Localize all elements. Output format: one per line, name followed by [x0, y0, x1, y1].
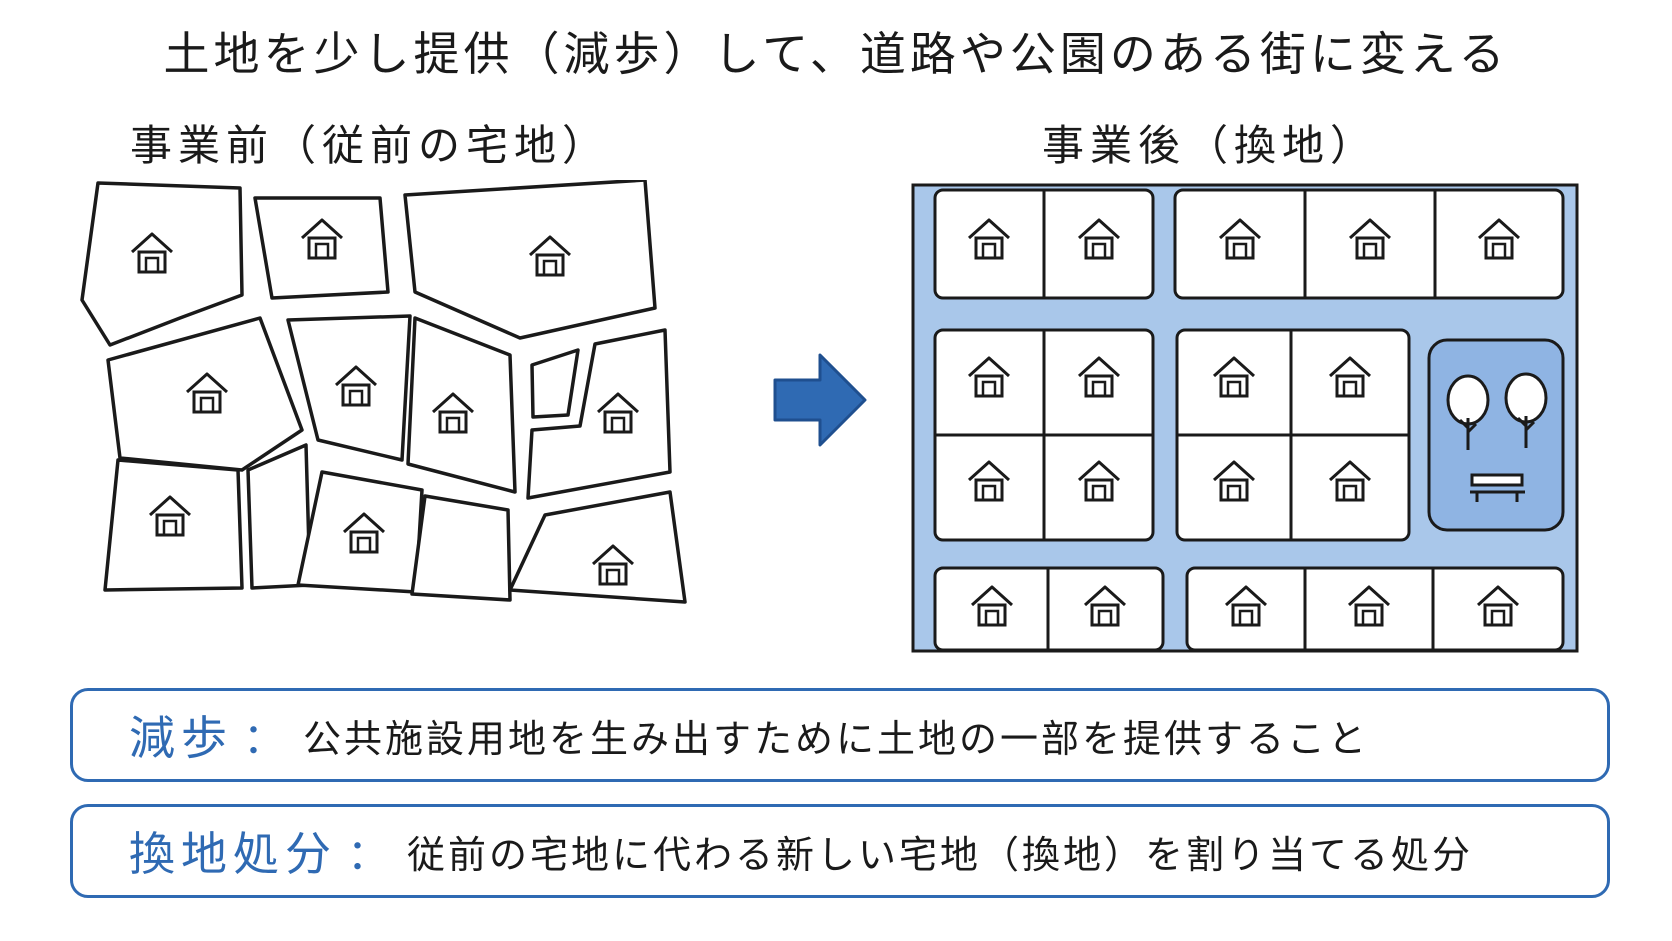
plot	[106, 316, 304, 472]
plot	[526, 328, 672, 500]
plot	[530, 348, 580, 419]
before-label: 事業前（従前の宅地）	[129, 121, 610, 170]
definition-colon: ：	[243, 713, 286, 763]
plot	[403, 180, 657, 340]
definition-term: 換地処分	[129, 827, 337, 881]
plot	[286, 314, 412, 462]
plot	[410, 494, 512, 602]
bench-icon	[1470, 473, 1525, 502]
definition-genbu-box: 減歩 ： 公共施設用地を生み出すために土地の一部を提供すること	[70, 688, 1610, 782]
after-plot-map	[911, 183, 1579, 653]
definition-text: 従前の宅地に代わる新しい宅地（換地）を割り当てる処分	[407, 832, 1474, 877]
definition-kanchi-box: 換地処分 ： 従前の宅地に代わる新しい宅地（換地）を割り当てる処分	[70, 804, 1610, 898]
plot	[103, 458, 244, 592]
definition-colon: ：	[347, 829, 390, 879]
main-title: 土地を少し提供（減歩）して、道路や公園のある街に変える	[163, 27, 1509, 81]
definition-text: 公共施設用地を生み出すために土地の一部を提供すること	[303, 716, 1370, 761]
plot	[253, 196, 390, 300]
definition-term: 減歩	[129, 711, 233, 765]
plot	[406, 316, 517, 494]
plot	[508, 490, 687, 604]
arrow-right-icon	[773, 353, 867, 447]
before-plot-map	[80, 180, 687, 604]
plot	[80, 181, 244, 347]
plot	[1185, 566, 1565, 652]
after-label: 事業後（換地）	[1041, 121, 1378, 170]
park	[1427, 338, 1565, 532]
